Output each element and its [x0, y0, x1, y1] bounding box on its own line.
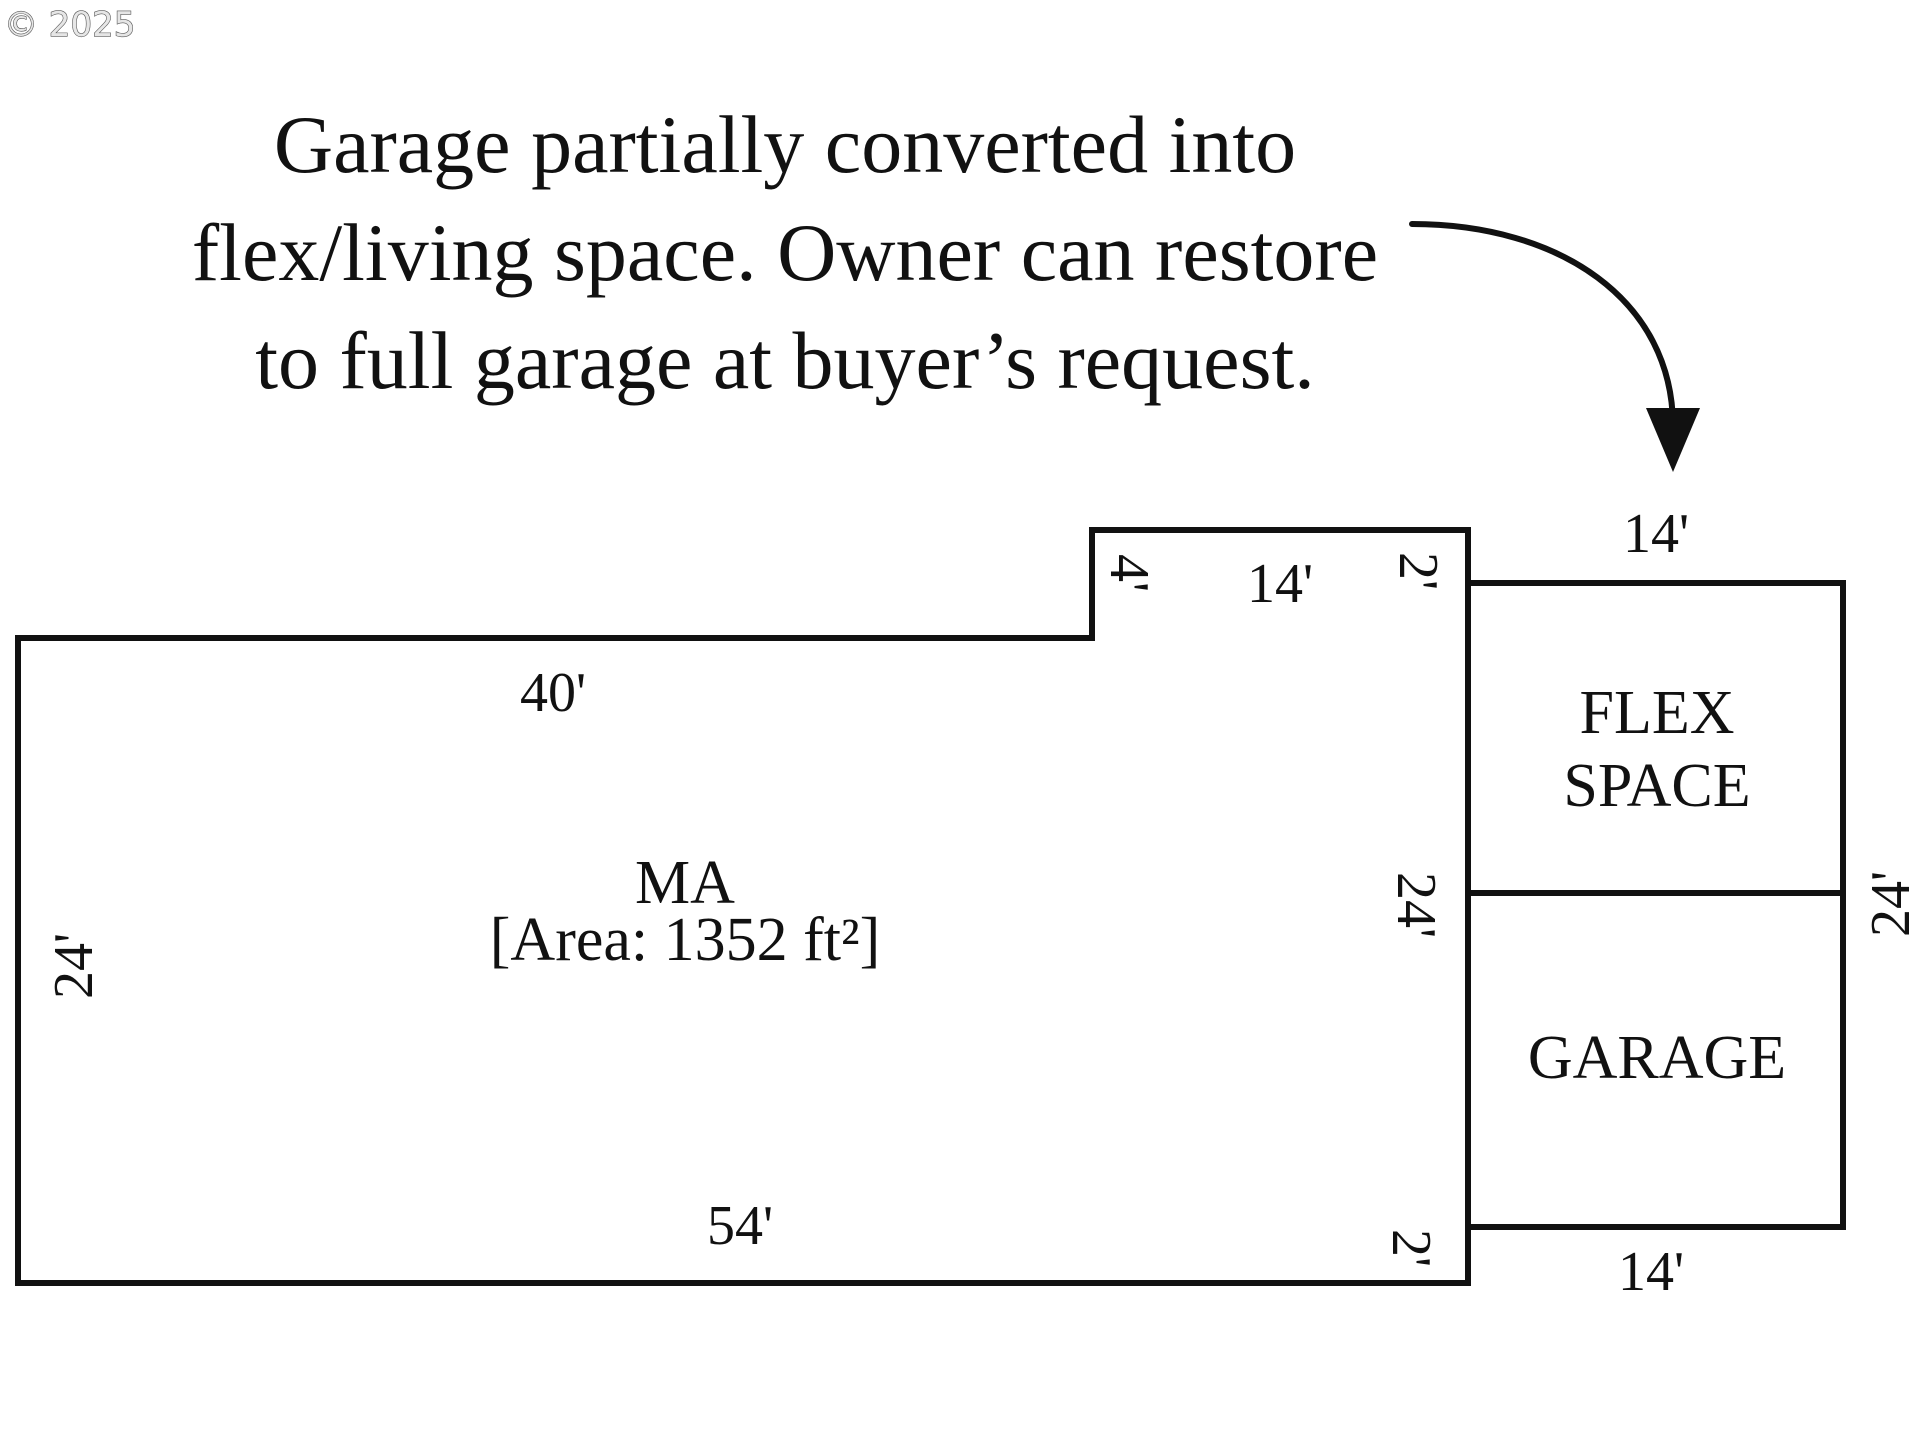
caption: Garage partially converted into flex/liv…: [192, 99, 1378, 406]
dimension-main-right: 24': [1385, 872, 1447, 938]
dimension-offset-top: 2': [1387, 552, 1449, 590]
dimension-main-top: 40': [520, 662, 586, 724]
dimension-bump-width: 14': [1247, 553, 1313, 615]
copyright-watermark: © 2025: [4, 5, 135, 45]
dimension-garage-bottom: 14': [1618, 1241, 1684, 1303]
caption-line-1: Garage partially converted into: [274, 99, 1296, 190]
room-flex-line-1: FLEX: [1580, 679, 1735, 747]
room-main-name: MA: [635, 849, 735, 917]
room-labels: MA [Area: 1352 ft²] FLEX SPACE GARAGE: [490, 679, 1786, 1092]
garage-outline: [1465, 580, 1846, 1230]
dimension-main-left: 24': [43, 933, 105, 999]
dimension-garage-top: 14': [1623, 503, 1689, 565]
dimension-labels: 40' 54' 14' 14' 14' 24' 4' 2' 24' 2' 24': [43, 503, 1920, 1303]
dimension-bump-height: 4': [1098, 554, 1160, 592]
room-garage-name: GARAGE: [1528, 1024, 1786, 1092]
dimension-garage-right: 24': [1860, 871, 1920, 937]
caption-line-3: to full garage at buyer’s request.: [255, 315, 1315, 406]
arrow-curve: [1409, 221, 1676, 428]
dimension-main-bottom: 54': [707, 1195, 773, 1257]
curved-arrow-icon: [1409, 221, 1700, 472]
main-area-outline: [15, 527, 1471, 1286]
dimension-offset-bottom: 2': [1380, 1229, 1442, 1267]
caption-line-2: flex/living space. Owner can restore: [192, 207, 1378, 298]
room-flex-line-2: SPACE: [1563, 752, 1750, 820]
room-main-area: [Area: 1352 ft²]: [490, 906, 880, 974]
arrow-head: [1646, 408, 1700, 472]
